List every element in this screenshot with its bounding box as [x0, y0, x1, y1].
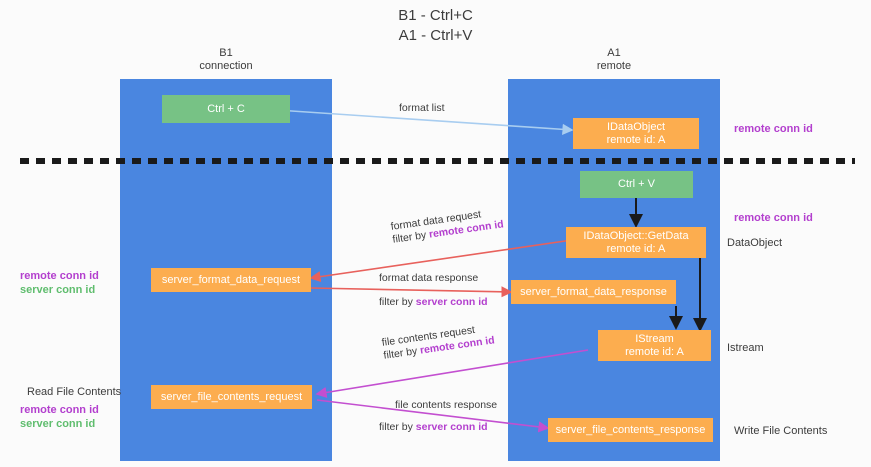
- column-header-b1-sub: connection: [199, 60, 253, 72]
- arrow-label-format-data-response-filter: filter by server conn id: [379, 296, 488, 309]
- side-label-remote-conn-id-mid-text: remote conn id: [734, 212, 813, 224]
- arrow-format-data-request: [309, 239, 573, 283]
- diagram-title: B1 - Ctrl+C A1 - Ctrl+V: [0, 6, 871, 46]
- arrow-file-contents-response: [316, 399, 550, 433]
- box-server-file-contents-response[interactable]: server_file_contents_response: [548, 418, 713, 442]
- column-header-b1: B1 connection: [120, 47, 332, 73]
- box-ctrl-v-label: Ctrl + V: [618, 178, 655, 190]
- column-header-a1-sub: remote: [596, 60, 632, 72]
- side-label-remote-conn-id-left-mid: remote conn id: [20, 270, 99, 282]
- box-idataobject-line2: remote id: A: [606, 133, 666, 146]
- arrow-label-file-contents-response-main: file contents response: [395, 399, 498, 411]
- box-server-format-data-response[interactable]: server_format_data_response: [511, 280, 676, 304]
- box-istream-line2: remote id: A: [625, 345, 684, 358]
- box-server-format-data-request-label: server_format_data_request: [161, 273, 301, 286]
- box-server-format-data-request[interactable]: server_format_data_request: [151, 268, 311, 292]
- filter-prefix-2: filter by: [379, 296, 416, 308]
- column-header-a1: A1 remote: [508, 47, 720, 73]
- box-ctrl-c[interactable]: Ctrl + C: [162, 95, 290, 123]
- arrow-label-format-data-response-main: format data response: [379, 272, 479, 284]
- side-label-conn-ids-mid: remote conn id server conn id: [20, 269, 99, 297]
- box-istream[interactable]: IStream remote id: A: [598, 330, 711, 361]
- box-server-file-contents-response-label: server_file_contents_response: [555, 423, 706, 436]
- box-getdata-line2: remote id: A: [606, 242, 666, 255]
- filter-key-server-conn-id-2: server conn id: [415, 421, 488, 433]
- side-label-read-file-contents-text: Read File Contents: [27, 386, 122, 398]
- box-ctrl-c-label: Ctrl + C: [207, 102, 245, 115]
- side-label-write-file-contents: Write File Contents: [734, 424, 827, 438]
- box-istream-line1: IStream: [635, 332, 674, 345]
- box-idataobject-line1: IDataObject: [606, 120, 666, 133]
- box-server-file-contents-request-label: server_file_contents_request: [160, 390, 303, 403]
- side-label-istream-text: Istream: [727, 342, 764, 354]
- side-label-server-conn-id-left-bottom: server conn id: [20, 418, 96, 430]
- diagram-title-line2: A1 - Ctrl+V: [398, 27, 473, 44]
- arrow-label-format-data-response: format data response filter by server co…: [379, 272, 488, 309]
- arrow-label-file-contents-response-filter: filter by server conn id: [379, 421, 497, 434]
- section-divider-dashed: [20, 158, 855, 164]
- arrow-label-format-list-text: format list: [399, 102, 445, 114]
- side-label-remote-conn-id-left-bottom: remote conn id: [20, 404, 99, 416]
- arrow-format-list: [276, 109, 574, 135]
- arrow-label-file-contents-response: file contents response filter by server …: [379, 399, 498, 434]
- column-header-b1-name: B1: [219, 47, 233, 59]
- side-label-server-conn-id-left-mid: server conn id: [20, 284, 96, 296]
- filter-key-server-conn-id-1: server conn id: [415, 296, 488, 308]
- column-header-a1-name: A1: [607, 47, 621, 59]
- side-label-remote-conn-id-top-text: remote conn id: [734, 123, 813, 135]
- box-ctrl-v[interactable]: Ctrl + V: [580, 171, 693, 198]
- side-label-remote-conn-id-top: remote conn id: [734, 122, 813, 136]
- arrow-label-format-list: format list: [399, 102, 445, 115]
- filter-prefix-4: filter by: [379, 421, 416, 433]
- arrow-format-data-response: [310, 286, 513, 298]
- box-server-file-contents-request[interactable]: server_file_contents_request: [151, 385, 312, 409]
- diagram-title-line1: B1 - Ctrl+C: [398, 7, 473, 24]
- side-label-dataobject: DataObject: [727, 236, 782, 250]
- side-label-read-file-contents: Read File Contents: [27, 385, 121, 399]
- box-idataobject[interactable]: IDataObject remote id: A: [573, 118, 699, 149]
- box-getdata-line1: IDataObject::GetData: [583, 229, 689, 242]
- side-label-conn-ids-bottom: remote conn id server conn id: [20, 403, 99, 431]
- box-idataobject-getdata[interactable]: IDataObject::GetData remote id: A: [566, 227, 706, 258]
- side-label-istream: Istream: [727, 341, 764, 355]
- box-server-format-data-response-label: server_format_data_response: [520, 285, 667, 298]
- side-label-write-file-contents-text: Write File Contents: [734, 425, 828, 437]
- arrow-file-contents-request: [315, 349, 589, 398]
- side-label-dataobject-text: DataObject: [727, 237, 783, 249]
- side-label-remote-conn-id-mid: remote conn id: [734, 211, 813, 225]
